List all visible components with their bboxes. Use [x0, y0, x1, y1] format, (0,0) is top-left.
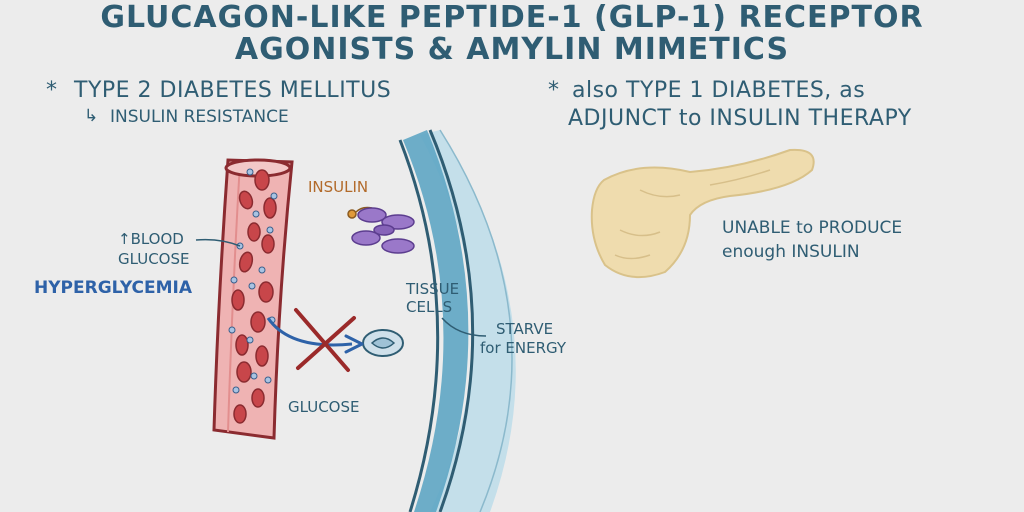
pancreas-illustration	[590, 148, 815, 279]
insulin-label: INSULIN	[308, 178, 369, 196]
pancreas-caption-line-2: enough INSULIN	[722, 242, 860, 262]
insulin-resistance-label: INSULIN RESISTANCE	[110, 107, 289, 127]
left-bullet: *	[46, 78, 58, 103]
blood-glucose-label-line-1: ↑BLOOD	[118, 230, 184, 248]
hyperglycemia-label: HYPERGLYCEMIA	[34, 278, 193, 298]
blocked-cross-icon	[294, 308, 356, 372]
glucose-label: GLUCOSE	[288, 398, 360, 416]
starve-label-line-2: for ENERGY	[480, 339, 567, 357]
title-line-1: GLUCAGON-LIKE PEPTIDE-1 (GLP-1) RECEPTOR	[100, 0, 924, 35]
insulin-receptor-icon	[347, 206, 415, 254]
type1-heading-line-1: also TYPE 1 DIABETES, as	[572, 78, 866, 103]
tissue-cells-label-line-1: TISSUE	[406, 280, 460, 298]
sub-arrow-icon: ↳	[84, 106, 99, 126]
blood-glucose-label-line-2: GLUCOSE	[118, 250, 190, 268]
title-line-2: AGONISTS & AMYLIN MIMETICS	[234, 32, 790, 67]
pancreas-caption-line-1: UNABLE to PRODUCE	[722, 218, 903, 238]
type1-heading-line-2: ADJUNCT to INSULIN THERAPY	[568, 106, 912, 131]
tissue-cells-label-line-2: CELLS	[406, 298, 453, 316]
blood-vessel-illustration	[195, 158, 294, 440]
tissue-cell-illustration	[398, 129, 516, 512]
type2-heading: TYPE 2 DIABETES MELLITUS	[74, 78, 392, 103]
starve-label-line-1: STARVE	[496, 320, 554, 338]
glucose-transporter-icon	[362, 329, 404, 357]
right-bullet: *	[548, 78, 560, 103]
